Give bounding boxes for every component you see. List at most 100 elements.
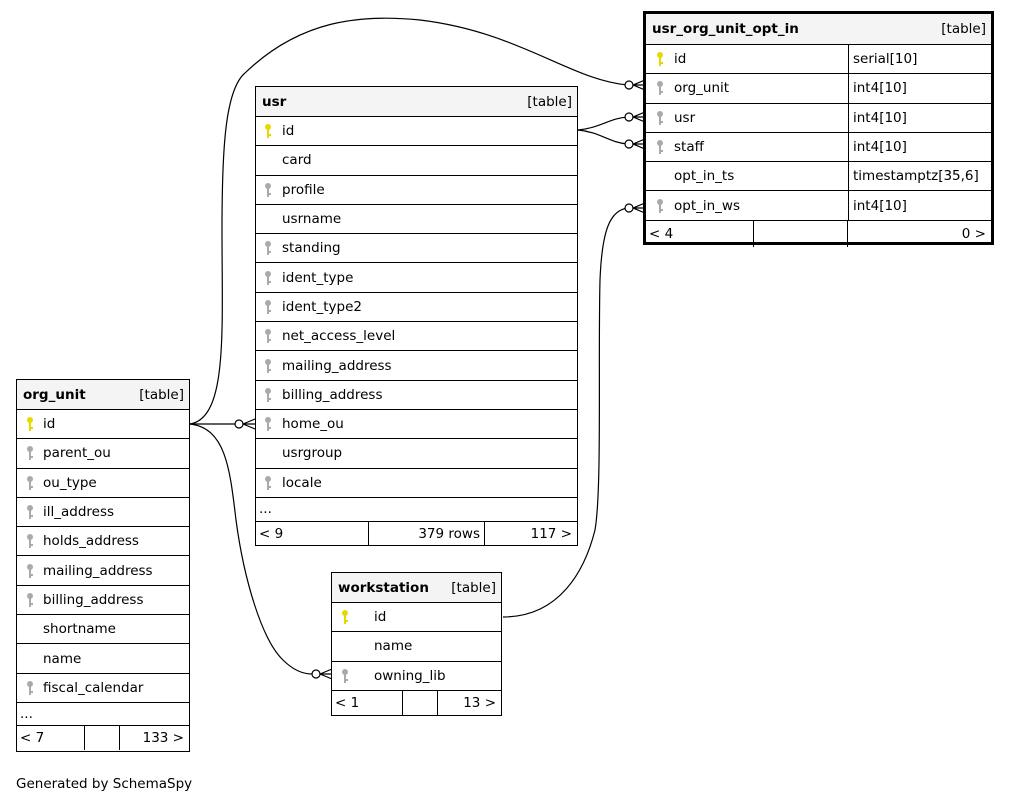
column-name: id [282,123,295,140]
foreign-key-icon [27,475,33,490]
table-kind: [table] [451,579,496,596]
foreign-key-icon [265,329,271,344]
foreign-key-icon [27,563,33,578]
foreign-key-icon [657,81,663,96]
more-columns: ... [256,498,577,522]
footer-parents[interactable]: < 1 [332,690,403,716]
column-name: profile [282,181,325,198]
footer-children[interactable]: 117 > [530,525,572,542]
table-row[interactable]: ill_address [17,498,189,528]
table-row[interactable]: holds_address [17,527,189,557]
column-type: int4[10] [848,74,991,103]
table-row[interactable]: parent_ou [17,439,189,469]
table-row[interactable]: standing [256,234,577,264]
column-name-cell: standing [256,234,577,262]
key-spacer [262,445,274,461]
table-footer: < 7 133 > [17,725,189,750]
table-row[interactable]: name [332,632,501,662]
column-name-cell: owning_lib [332,662,501,690]
table-kind: [table] [139,386,184,403]
column-name: usrname [282,211,342,228]
foreign-key-icon [265,475,271,490]
column-name: card [282,152,312,169]
table-header: workstation [table] [332,573,501,603]
key-spacer [24,651,36,667]
table-row[interactable]: mailing_address [17,556,189,586]
foreign-key-icon [27,446,33,461]
footer-parents[interactable]: < 7 [17,725,85,750]
foreign-key-icon [657,140,663,155]
foreign-key-icon [265,417,271,432]
footer-children[interactable]: 133 > [142,729,184,746]
column-name-cell: org_unit [646,74,848,102]
table-row[interactable]: locale [256,469,577,498]
footer-children[interactable]: 13 > [463,695,496,712]
generated-by-note: Generated by SchemaSpy [16,776,193,792]
table-row[interactable]: card [256,146,577,176]
key-spacer [262,211,274,227]
table-row[interactable]: id [256,117,577,147]
table-row[interactable]: ident_type2 [256,293,577,323]
table-row[interactable]: ident_type [256,263,577,293]
table-row[interactable]: owning_lib [332,662,501,691]
table-row[interactable]: fiscal_calendar [17,674,189,703]
table-row[interactable]: id [332,603,501,633]
column-name: id [374,609,387,626]
column-name-cell: usrgroup [256,439,577,467]
column-name: name [43,650,82,667]
column-name-cell: id [646,45,848,73]
foreign-key-icon [265,241,271,256]
foreign-key-icon [265,299,271,314]
table-row[interactable]: shortname [17,615,189,645]
column-name: org_unit [674,80,730,97]
column-name-cell: holds_address [17,527,189,555]
column-name: ident_type2 [282,298,362,315]
edge-usr-to-opt-in-staff [577,129,629,145]
column-name: fiscal_calendar [43,679,144,696]
footer-parents[interactable]: < 4 [646,220,754,247]
column-name-cell: staff [646,133,848,161]
table-row[interactable]: usrname [256,205,577,235]
foreign-key-icon [265,387,271,402]
column-name-cell: id [17,410,189,438]
column-name: usr [674,109,696,126]
edge-org-unit-to-opt-in-org-unit [189,17,629,425]
table-row[interactable]: home_ou [256,410,577,440]
foreign-key-icon [657,110,663,125]
more-columns: ... [17,703,189,726]
footer-children[interactable]: 0 > [961,225,986,242]
column-name-cell: parent_ou [17,439,189,467]
edge-workstation-to-opt-in-ws [502,207,629,618]
table-row[interactable]: org_unit int4[10] [646,74,991,104]
edge-org-unit-to-workstation-owning-lib [189,423,313,675]
table-row[interactable]: billing_address [17,586,189,616]
column-name: standing [282,240,341,257]
table-row[interactable]: id [17,410,189,440]
table-row[interactable]: name [17,644,189,674]
table-row[interactable]: net_access_level [256,322,577,352]
foreign-key-icon [342,668,348,683]
column-name: ill_address [43,504,115,521]
table-row[interactable]: profile [256,176,577,205]
table-title: usr [262,93,287,110]
footer-parents[interactable]: < 9 [256,521,369,546]
column-name: id [674,51,687,68]
column-name: home_ou [282,416,344,433]
table-row[interactable]: billing_address [256,381,577,410]
table-row[interactable]: mailing_address [256,351,577,381]
table-row[interactable]: ou_type [17,469,189,498]
table-row[interactable]: usrgroup [256,439,577,469]
column-type: int4[10] [848,132,991,162]
